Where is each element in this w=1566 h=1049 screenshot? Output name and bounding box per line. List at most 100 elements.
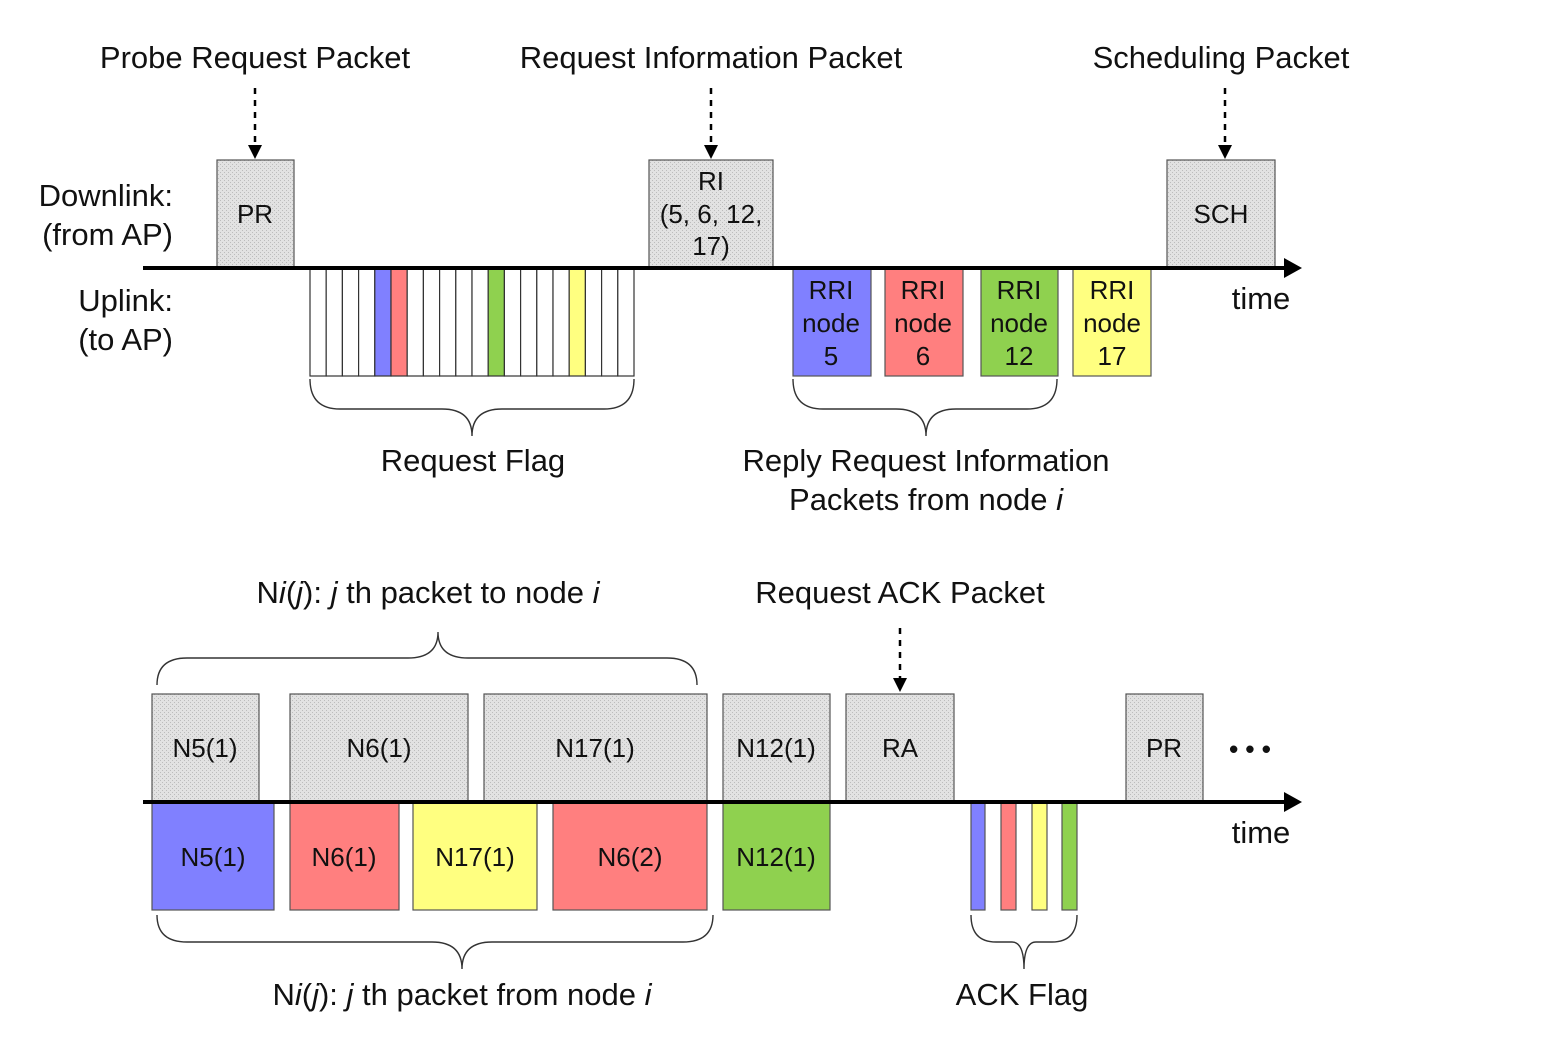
rri-6-line1: RRI: [901, 275, 946, 305]
probe-request-packet-label: Probe Request Packet: [100, 40, 411, 75]
ack-flag-node-17: [1031, 802, 1048, 911]
packet-ri-line1: RI: [698, 166, 724, 196]
packet-sch: SCH: [1166, 159, 1276, 268]
scheduling-arrow: [1218, 88, 1232, 159]
request-flag-slot: [584, 268, 603, 377]
rri-12-line3: 12: [1005, 341, 1034, 371]
request-ack-arrow: [893, 628, 907, 692]
request-flag-slot: [422, 268, 441, 377]
packet-pr-label: PR: [237, 199, 273, 229]
ellipsis-dots: • • •: [1229, 734, 1271, 764]
downlink-pr: PR: [1125, 693, 1204, 802]
request-flag-label: Request Flag: [381, 443, 565, 478]
uplink-n5-1-label: N5(1): [180, 842, 245, 872]
request-flag-slot: [552, 268, 570, 377]
request-flag-slot: [358, 268, 376, 377]
downlink-label: Downlink:: [39, 178, 173, 213]
downlink-sublabel: (from AP): [42, 217, 173, 252]
packet-ri: RI (5, 6, 12, 17): [648, 159, 774, 268]
request-flag-slot: [374, 268, 392, 377]
request-flag-slot: [406, 268, 425, 377]
downlink-pr-label: PR: [1146, 733, 1182, 763]
request-ack-packet-label: Request ACK Packet: [755, 575, 1045, 610]
reply-request-label-line1: Reply Request Information: [742, 443, 1109, 478]
top-time-label: time: [1232, 281, 1291, 316]
packet-from-node-label: Ni(j): j th packet from node i: [272, 977, 652, 1012]
downlink-n5-1-label: N5(1): [172, 733, 237, 763]
downlink-n6-1: N6(1): [289, 693, 469, 802]
rri-12-line1: RRI: [997, 275, 1042, 305]
request-flag-slot: [309, 268, 327, 377]
request-flag-slot: [519, 268, 538, 377]
bottom-time-label: time: [1232, 815, 1291, 850]
uplink-sublabel: (to AP): [78, 322, 173, 357]
rri-17-line2: node: [1083, 308, 1141, 338]
request-flag-slot: [617, 268, 635, 377]
ack-flag-brace: [970, 914, 1078, 970]
uplink-n6-2: N6(2): [552, 802, 708, 911]
downlink-n6-1-label: N6(1): [346, 733, 411, 763]
request-flag-slots: [309, 268, 635, 377]
rri-5-line2: node: [802, 308, 860, 338]
request-information-packet-label: Request Information Packet: [520, 40, 903, 75]
downlink-n17-1-label: N17(1): [555, 733, 634, 763]
packet-from-node-brace: [156, 914, 714, 970]
uplink-n6-1-label: N6(1): [311, 842, 376, 872]
packet-pr: PR: [216, 159, 295, 268]
uplink-n6-1: N6(1): [289, 802, 400, 911]
uplink-n6-2-label: N6(2): [597, 842, 662, 872]
rri-12-line2: node: [990, 308, 1048, 338]
request-flag-slot: [487, 268, 506, 377]
packet-sch-label: SCH: [1194, 199, 1249, 229]
request-flag-slot: [471, 268, 489, 377]
reply-request-label-prefix: Packets from node: [789, 482, 1056, 517]
packet-rri-12: RRI node 12: [980, 268, 1059, 377]
uplink-n17-1-label: N17(1): [435, 842, 514, 872]
uplink-n12-1-label: N12(1): [736, 842, 815, 872]
request-flag-brace: [309, 378, 635, 437]
packet-ri-line3: 17): [692, 231, 730, 261]
request-flag-slot: [600, 268, 619, 377]
request-flag-slot: [455, 268, 473, 377]
ack-flag-label: ACK Flag: [956, 977, 1089, 1012]
scheduling-packet-label: Scheduling Packet: [1093, 40, 1350, 75]
rri-17-line1: RRI: [1090, 275, 1135, 305]
rri-5-line1: RRI: [809, 275, 854, 305]
downlink-n17-1: N17(1): [483, 693, 708, 802]
downlink-ra-label: RA: [882, 733, 919, 763]
request-flag-slot: [341, 268, 360, 377]
top-time-axis: [143, 258, 1302, 278]
downlink-n5-1: N5(1): [151, 693, 260, 802]
packet-rri-6: RRI node 6: [884, 268, 964, 377]
reply-request-label-var: i: [1056, 482, 1064, 517]
packet-rri-5: RRI node 5: [792, 268, 872, 377]
uplink-n17-1: N17(1): [412, 802, 538, 911]
request-flag-slot: [536, 268, 554, 377]
ack-flag-node-6: [1000, 802, 1017, 911]
packet-to-node-label: Ni(j): j th packet to node i: [257, 575, 601, 610]
rri-5-line3: 5: [824, 341, 838, 371]
downlink-ra: RA: [845, 693, 955, 802]
uplink-n5-1: N5(1): [151, 802, 275, 911]
downlink-n12-1-label: N12(1): [736, 733, 815, 763]
packet-rri-17: RRI node 17: [1072, 268, 1152, 377]
ack-flag-node-12: [1061, 802, 1078, 911]
request-flag-slot: [439, 268, 457, 377]
request-flag-slot: [568, 268, 587, 377]
packet-to-node-brace: [156, 631, 698, 686]
ack-flag-node-5: [970, 802, 986, 911]
ack-flags: [970, 802, 1078, 911]
request-flag-slot: [503, 268, 522, 377]
request-information-arrow: [704, 88, 718, 159]
request-flag-slot: [325, 268, 344, 377]
bottom-time-axis: [143, 792, 1302, 812]
reply-request-label-line2: Packets from node i: [789, 482, 1064, 517]
rri-17-line3: 17: [1098, 341, 1127, 371]
rri-6-line3: 6: [916, 341, 930, 371]
rri-6-line2: node: [894, 308, 952, 338]
uplink-n12-1: N12(1): [722, 802, 831, 911]
uplink-label: Uplink:: [78, 283, 173, 318]
reply-request-brace: [792, 378, 1058, 437]
request-flag-slot: [390, 268, 408, 377]
